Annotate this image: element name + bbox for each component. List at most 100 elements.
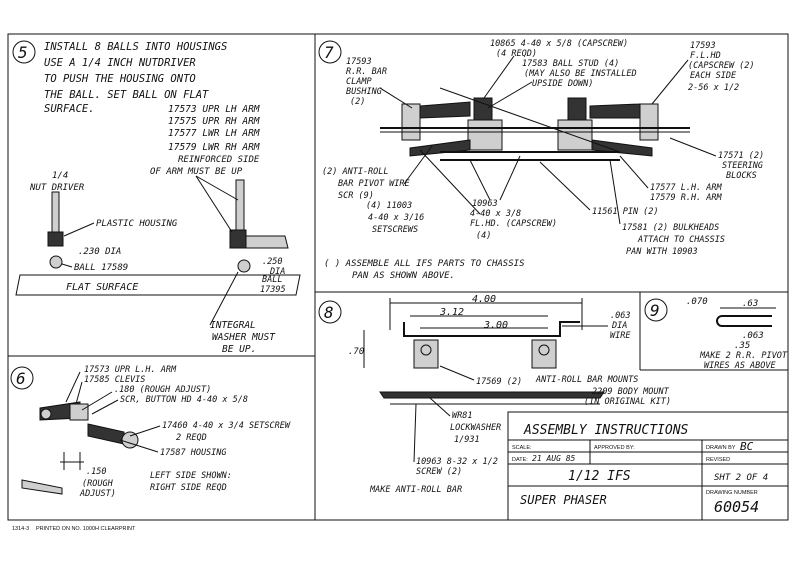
pivot-wire — [716, 315, 772, 327]
step7-flhd: EACH SIDE — [690, 71, 737, 81]
mount-base — [379, 391, 605, 399]
step6-setscrew: 17460 4-40 x 3/4 SETSCREW — [162, 421, 291, 431]
bulkhead-right — [557, 119, 593, 151]
svg-text:(2) ANTI-ROLL BAR PIVOT: (2) ANTI-ROLL BAR PIVOT WIRE SCR (9) — [322, 167, 415, 201]
step8-body-mount: 2209 BODY MOUNT — [592, 387, 670, 397]
step7-capscrew-top: (4 REQD) — [496, 49, 537, 59]
title-sheet: SHT 2 OF 4 — [714, 473, 768, 483]
step7-ball-stud: UPSIDE DOWN) — [532, 79, 593, 89]
step6-dim: (ROUGH — [82, 479, 114, 489]
lower-arm-right — [591, 139, 653, 157]
step5-instruction-line: INSTALL 8 BALLS INTO HOUSINGS — [44, 41, 227, 53]
step7-capscrew-mid: FL.HD. (CAPSCREW) — [470, 219, 557, 229]
step8-number: 8 — [324, 303, 334, 322]
ball-right — [237, 259, 251, 273]
step7-anti-roll-wire: SCR (9) — [338, 191, 374, 201]
svg-text:2209 BODY MOUNT (IN ORIG: 2209 BODY MOUNT (IN ORIGINAL KIT) — [584, 387, 674, 407]
step9-dim-a: .070 — [686, 297, 708, 307]
step7-anti-roll-wire: BAR PIVOT WIRE — [338, 179, 411, 189]
step5-reinforced-note: REINFORCED SIDE — [178, 155, 260, 165]
svg-text:.150 (ROUGH ADJUST: .150 (ROUGH ADJUST) — [79, 467, 118, 499]
step8-dim-mid: 3.00 — [483, 320, 508, 331]
step6-panel: 6 17573 UPR L.H. ARM 17585 CLEVIS .180 (… — [10, 365, 295, 499]
step7-flhd: 2-56 x 1/2 — [688, 83, 739, 93]
svg-text:17581 (2) BULKHEADS ATTA: 17581 (2) BULKHEADS ATTACH TO CHASSIS PA… — [622, 223, 730, 257]
step5-integral-washer: WASHER MUST — [212, 332, 276, 343]
nut-driver-shaft — [51, 191, 60, 233]
svg-text:17460 4-40 x 3/4 SETSCREW: 17460 4-40 x 3/4 SETSCREW 2 REQD — [162, 421, 295, 443]
step5-dia2-label: BALL — [262, 275, 282, 285]
step8-lockwasher: LOCKWASHER — [450, 423, 501, 433]
title-date-label: DATE: — [512, 457, 528, 463]
step7-panel: 7 17593 R.R. BAR CLAMP BUSHING (2) 10865… — [318, 39, 769, 281]
step5-instruction-line: THE BALL. SET BALL ON FLAT — [44, 89, 209, 101]
step5-dia2-label: DIA — [269, 267, 285, 277]
step9-dim-d: .35 — [734, 341, 750, 351]
step8-dim-height: .70 — [348, 347, 364, 357]
step7-ball-stud: 17583 BALL STUD (4) — [522, 59, 619, 69]
step7-capscrew-mid: 4-40 x 3/8 — [470, 209, 521, 219]
footer-code: 1314-3 — [12, 526, 29, 532]
step7-rr-bar-label: R.R. BAR — [346, 67, 387, 77]
title-drawing-number: 60054 — [714, 498, 759, 516]
step5-dia2-label: .250 — [262, 257, 282, 267]
ball-stud-right — [567, 97, 587, 121]
title-drawn-label: DRAWN BY — [706, 445, 736, 451]
step8-dim-total: 4.00 — [472, 294, 496, 305]
steering-block-left — [401, 103, 421, 141]
title-date-value: 21 AUG 85 — [532, 454, 576, 463]
step5-part-line: 17579 LWR RH ARM — [168, 142, 260, 153]
step8-wire-dim: DIA — [611, 321, 627, 331]
step5-reinforced-note: OF ARM MUST BE UP — [150, 167, 243, 177]
svg-text:INSTALL 8 BALLS INTO HOUSINGS: INSTALL 8 BALLS INTO HOUSINGS USE A 1/4 … — [44, 41, 234, 115]
svg-text:17577 L.H. ARM 17579 R: 17577 L.H. ARM 17579 R.H. ARM — [650, 183, 727, 203]
svg-text:( ) ASSEMBLE ALL IFS PARTS TO: ( ) ASSEMBLE ALL IFS PARTS TO CHASSIS PA… — [324, 259, 530, 281]
svg-text:.250 DIA BALL: .250 DIA BALL 17395 — [260, 257, 290, 295]
drawing-frame — [7, 33, 789, 521]
svg-text:17593 F.L.HD (CAPS: 17593 F.L.HD (CAPSCREW (2) EACH SIDE 2-5… — [688, 41, 760, 93]
step7-setscrews: SETSCREWS — [372, 225, 418, 235]
step8-make-bar: MAKE ANTI-ROLL BAR — [369, 485, 462, 495]
title-block: ASSEMBLY INSTRUCTIONS SCALE: APPROVED BY… — [507, 411, 789, 521]
svg-text:10963 8-32 x 1/2 SCREW: 10963 8-32 x 1/2 SCREW (2) — [416, 457, 503, 477]
step7-rr-bar-label: BUSHING — [346, 87, 382, 97]
step7-lower-arms: 17577 L.H. ARM — [650, 183, 723, 193]
title-name: SUPER PHASER — [520, 493, 607, 507]
step7-steering-blocks: BLOCKS — [726, 171, 757, 181]
step7-lower-arms: 17579 R.H. ARM — [650, 193, 723, 203]
svg-text:.063 DIA WIRE: .063 DIA WIRE — [610, 311, 636, 341]
svg-text:LEFT SIDE SHOWN: RIGHT S: LEFT SIDE SHOWN: RIGHT SIDE REQD — [150, 471, 237, 493]
step9-panel: 9 .070 .63 .063 .35 MAKE 2 R.R. PIVOT WI… — [644, 297, 788, 371]
step7-bulkheads: ATTACH TO CHASSIS — [637, 235, 725, 245]
housing-right — [229, 229, 247, 249]
step8-mount-part: 17569 (2) — [476, 377, 522, 387]
step8-panel: 8 4.00 3.12 3.00 .063 DIA WIRE .70 17569… — [318, 294, 674, 495]
step6-eye-left — [40, 408, 52, 420]
step5-nut-driver-label: 1/4 — [52, 171, 68, 181]
footer-printer: PRINTED ON NO. 1000H CLEARPRINT — [36, 526, 136, 532]
svg-text:(4) 11003 4-40 x 3/16: (4) 11003 4-40 x 3/16 SETSCREWS — [366, 201, 429, 235]
step6-setscrew: 2 REQD — [176, 433, 207, 443]
svg-text:1/4 NUT DRIVER: 1/4 NUT DRIVER — [29, 171, 85, 193]
svg-text:WR81 LOCKWASHER 1/: WR81 LOCKWASHER 1/931 — [450, 411, 506, 445]
step8-wire-dim: .063 — [610, 311, 630, 321]
step5-number: 5 — [18, 43, 28, 62]
step7-setscrews: 4-40 x 3/16 — [368, 213, 424, 223]
step8-lockwasher: WR81 — [452, 411, 472, 421]
step9-number: 9 — [650, 301, 660, 320]
step6-left-side-note: LEFT SIDE SHOWN: — [150, 471, 232, 481]
anti-roll-bar — [403, 321, 580, 337]
step7-bulkheads: PAN WITH 10903 — [626, 247, 698, 257]
step7-rr-bar-label: CLAMP — [346, 77, 372, 87]
step5-integral-washer: BE UP. — [222, 344, 256, 355]
plastic-housing-left — [47, 231, 64, 247]
step5-part-line: 17573 UPR LH ARM — [168, 104, 260, 115]
svg-text:17573 UPR LH ARM 17575: 17573 UPR LH ARM 17575 UPR RH ARM 17577 … — [168, 104, 265, 153]
step6-number: 6 — [16, 369, 26, 388]
step6-dim: .150 — [86, 467, 106, 477]
svg-text:10963 4-40 x 3/8 F: 10963 4-40 x 3/8 FL.HD. (CAPSCREW) (4) — [470, 199, 562, 241]
step9-dim-b: .63 — [742, 299, 758, 309]
title-approved-label: APPROVED BY: — [594, 445, 635, 451]
step8-screw: 10963 8-32 x 1/2 — [416, 457, 498, 467]
svg-text:17571 (2) STEERING: 17571 (2) STEERING BLOCKS — [718, 151, 769, 181]
